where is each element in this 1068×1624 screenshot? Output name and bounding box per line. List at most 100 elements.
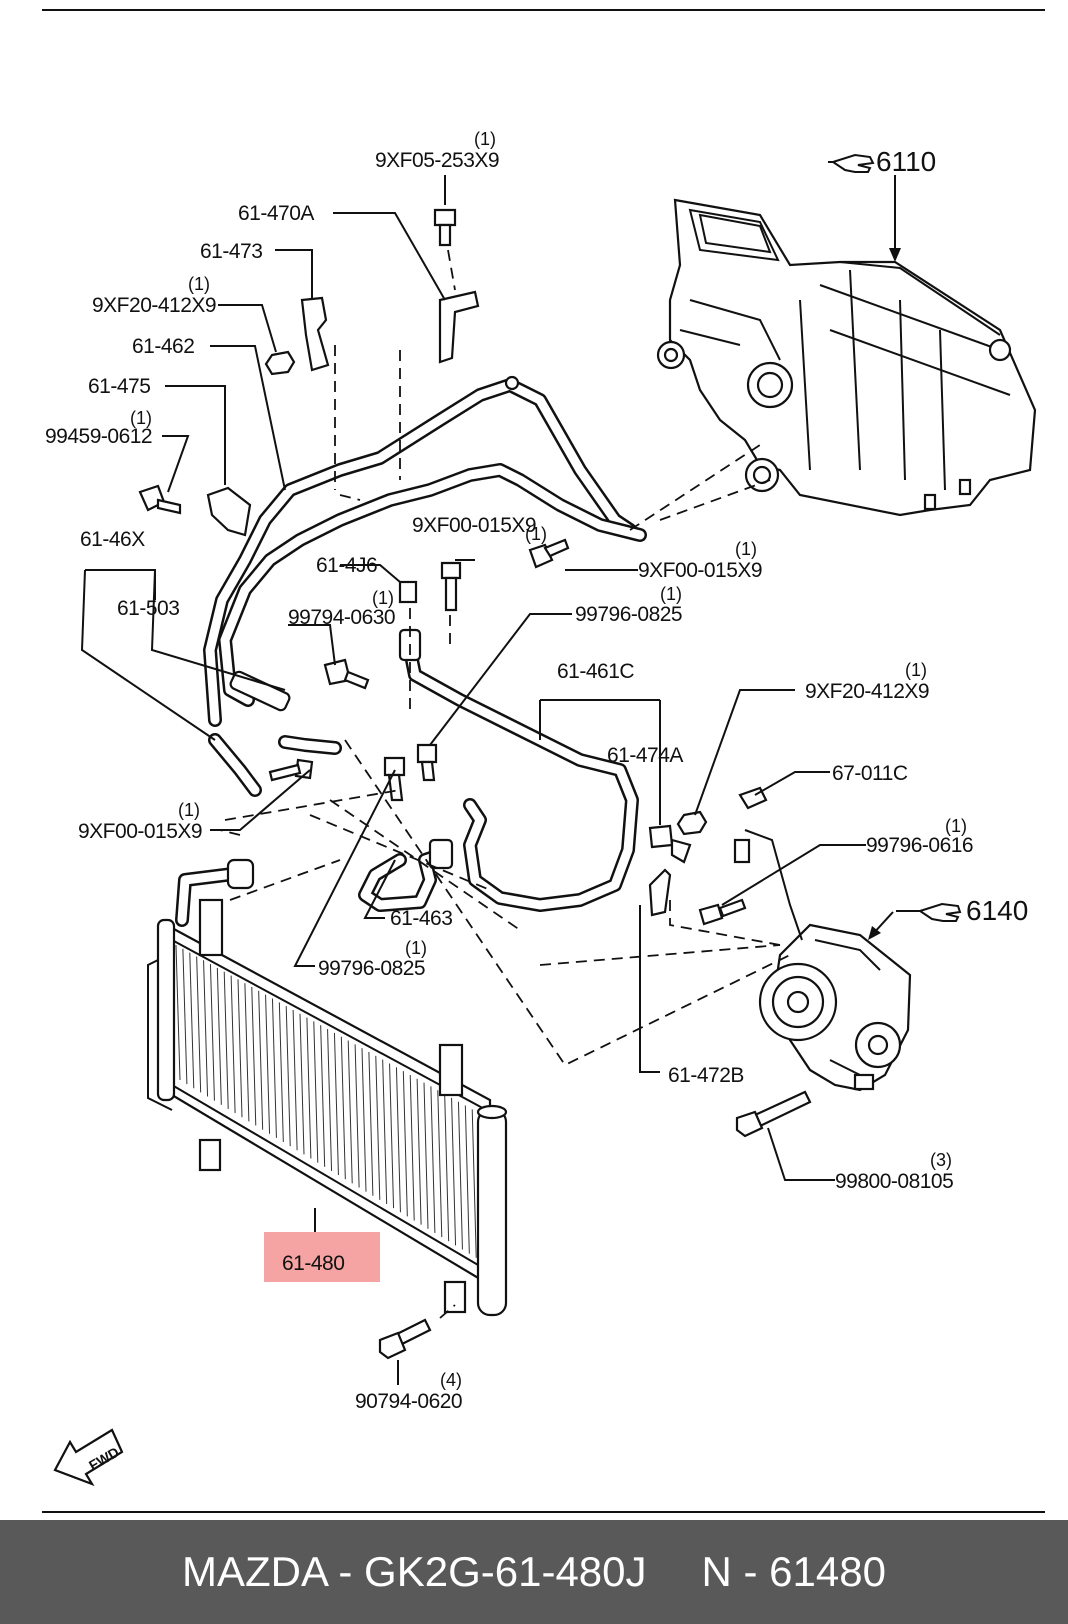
- condenser-fin: [203, 960, 209, 1097]
- condenser-fin: [471, 1109, 477, 1258]
- condenser-fin: [230, 975, 236, 1114]
- bolt-9xf05: [433, 208, 457, 247]
- pointing-hand-icon-2: [917, 902, 962, 922]
- bolt-90794: [378, 1318, 432, 1360]
- label-61-503: 61-503: [117, 597, 179, 620]
- clip-61-473: [300, 296, 330, 372]
- condenser: [147, 858, 508, 1317]
- qty-99796-0825a: (1): [660, 584, 682, 604]
- condenser-fin: [216, 967, 222, 1105]
- nut-9xf20a: [264, 350, 296, 376]
- condenser-fin: [409, 1074, 415, 1221]
- condenser-fin: [457, 1101, 463, 1250]
- label-9xf00-015x9-b: 9XF00-015X9: [412, 514, 536, 537]
- ref-6140: 6140: [966, 895, 1028, 926]
- qty-9xf05: (1): [474, 129, 496, 149]
- label-67-011c: 67-011C: [832, 762, 908, 785]
- leader-lines: [80, 212, 866, 1073]
- qty-9xf20b: (1): [905, 660, 927, 680]
- label-61-474a: 61-474A: [607, 744, 683, 767]
- label-61-480: 61-480: [282, 1252, 344, 1275]
- bracket-61-474A: [648, 824, 692, 864]
- pipe-61-463: [358, 838, 454, 912]
- bolt-99800: [735, 1090, 812, 1138]
- condenser-fin: [278, 1002, 284, 1143]
- condenser-fin: [237, 979, 243, 1118]
- bolt-99796-0825a: [416, 743, 438, 782]
- label-61-470a: 61-470A: [238, 202, 314, 225]
- condenser-fin: [375, 1055, 381, 1200]
- condenser-fin: [361, 1048, 367, 1192]
- condenser-fin: [464, 1105, 470, 1254]
- qty-99796-0825b: (1): [405, 938, 427, 958]
- label-9xf20-412x9-a: 9XF20-412X9: [92, 294, 216, 317]
- part-labels: (1) 9XF05-253X9 61-470A 61-473 (1) 9XF20…: [45, 129, 974, 1087]
- condenser-fin: [416, 1078, 422, 1225]
- fwd-arrow-icon: FWD: [53, 1428, 124, 1487]
- bolt-9xf00b: [440, 561, 462, 612]
- condenser-fin: [244, 983, 250, 1122]
- qty-9xf00c: (1): [178, 800, 200, 820]
- pointing-hand-icon: [830, 153, 875, 173]
- fitting-614j6: [398, 580, 418, 604]
- bracket-61-475: [206, 486, 252, 537]
- condenser-fin: [451, 1097, 457, 1246]
- qty-90794: (4): [440, 1370, 462, 1390]
- ref-6110: 6110: [876, 146, 936, 177]
- condenser-fin: [347, 1040, 353, 1184]
- label-9xf00-015x9-c: 9XF00-015X9: [78, 820, 202, 843]
- condenser-fin: [368, 1052, 374, 1196]
- label-99800: 99800-08105: [835, 1170, 953, 1193]
- condenser-fin: [292, 1009, 298, 1151]
- condenser-fin: [251, 987, 257, 1126]
- bracket-61-470A: [438, 290, 480, 364]
- bolt-99459: [138, 484, 182, 515]
- condenser-fin: [299, 1013, 305, 1155]
- condenser-fin: [402, 1071, 408, 1217]
- condenser-fin: [209, 964, 215, 1101]
- condenser-fin: [340, 1036, 346, 1180]
- condenser-fin: [437, 1090, 443, 1238]
- parts-diagram: 6110 6140 61-480: [42, 9, 1045, 1513]
- hose-compressor: [744, 829, 803, 941]
- condenser-fin: [444, 1094, 450, 1242]
- condenser-fin: [196, 956, 202, 1093]
- condenser-fin: [395, 1067, 401, 1213]
- label-61-475: 61-475: [88, 375, 150, 398]
- part-number: MAZDA - GK2G-61-480J: [182, 1548, 647, 1595]
- label-9xf00-015x9-a: 9XF00-015X9: [638, 559, 762, 582]
- label-9xf20-412x9-b: 9XF20-412X9: [805, 680, 929, 703]
- label-90794: 90794-0620: [355, 1390, 462, 1413]
- qty-9xf20a: (1): [188, 274, 210, 294]
- condenser-fin: [382, 1059, 388, 1205]
- bolt-9xf00a: [528, 538, 570, 569]
- label-61-472b: 61-472B: [668, 1064, 744, 1087]
- qty-99794: (1): [372, 588, 394, 608]
- bolt-99796-0616: [698, 898, 747, 926]
- condenser-fin: [389, 1063, 395, 1209]
- evaporator-unit: [656, 198, 1037, 517]
- label-99796-0616: 99796-0616: [866, 834, 973, 857]
- qty-9xf00b: (1): [525, 524, 547, 544]
- condenser-fin: [306, 1017, 312, 1159]
- condenser-fin: [285, 1006, 291, 1147]
- bracket-61-472B: [648, 868, 672, 917]
- condenser-fin: [223, 971, 229, 1109]
- part-number-bar: MAZDA - GK2G-61-480J N - 61480: [0, 1520, 1068, 1624]
- condenser-fin: [182, 948, 188, 1085]
- pipe-61-461C: [398, 628, 639, 912]
- condenser-fin: [423, 1082, 429, 1229]
- qty-99459: (1): [130, 408, 152, 428]
- condenser-fin: [189, 952, 195, 1089]
- condenser-fin: [333, 1032, 339, 1176]
- nut-9xf20b: [676, 810, 708, 836]
- label-61-463: 61-463: [390, 907, 452, 930]
- label-61-462: 61-462: [132, 335, 194, 358]
- highlight-61-480: [264, 1232, 380, 1282]
- bolt-99796-0825b: [383, 756, 406, 802]
- qty-99796-0616: (1): [945, 816, 967, 836]
- label-61-4j6: 61-4J6: [316, 554, 377, 577]
- condenser-fin: [271, 998, 277, 1138]
- qty-99800: (3): [930, 1150, 952, 1170]
- reference-number: N - 61480: [701, 1548, 886, 1595]
